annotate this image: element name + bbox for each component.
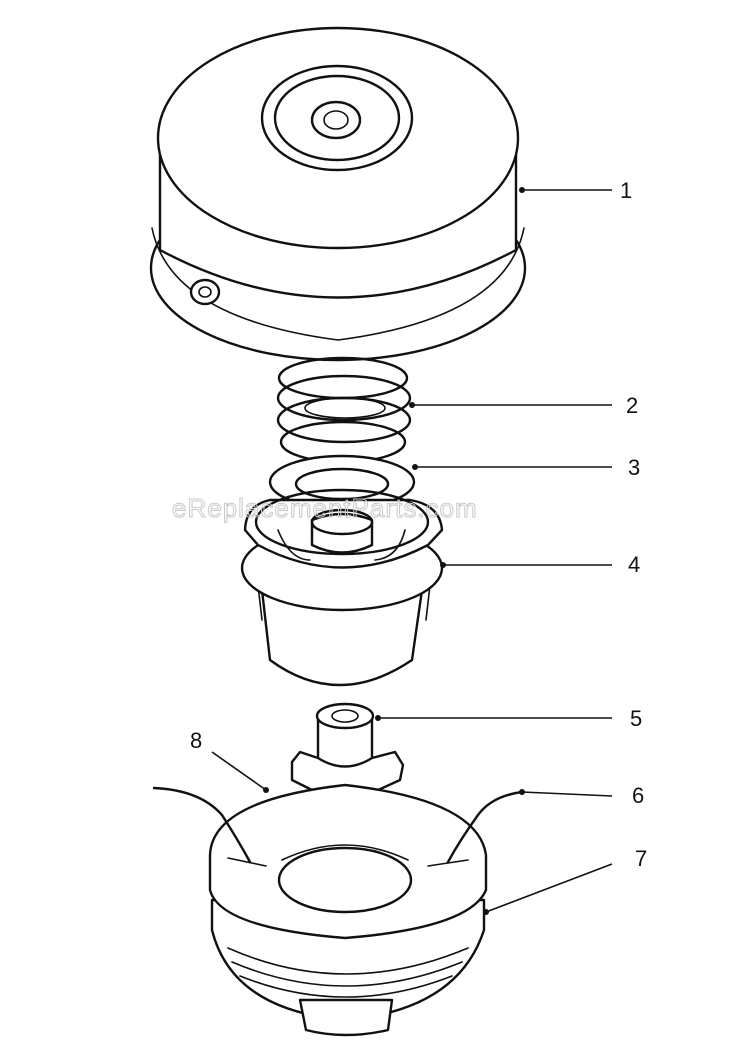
callout-1: 1 (620, 178, 632, 203)
callout-7: 7 (635, 846, 647, 871)
spring-part (276, 356, 412, 464)
callout-5: 5 (630, 706, 642, 731)
callout-4: 4 (628, 552, 640, 577)
callout-2: 2 (626, 393, 638, 418)
callout-3: 3 (628, 455, 640, 480)
callout-6: 6 (632, 783, 644, 808)
housing-part (208, 783, 488, 1037)
watermark: eReplacementParts.com (172, 493, 478, 523)
callout-8: 8 (190, 728, 202, 753)
trimmer-line-part (152, 786, 524, 864)
spool-part (240, 488, 444, 687)
cover-part (149, 26, 527, 362)
leader-lines (211, 187, 613, 915)
